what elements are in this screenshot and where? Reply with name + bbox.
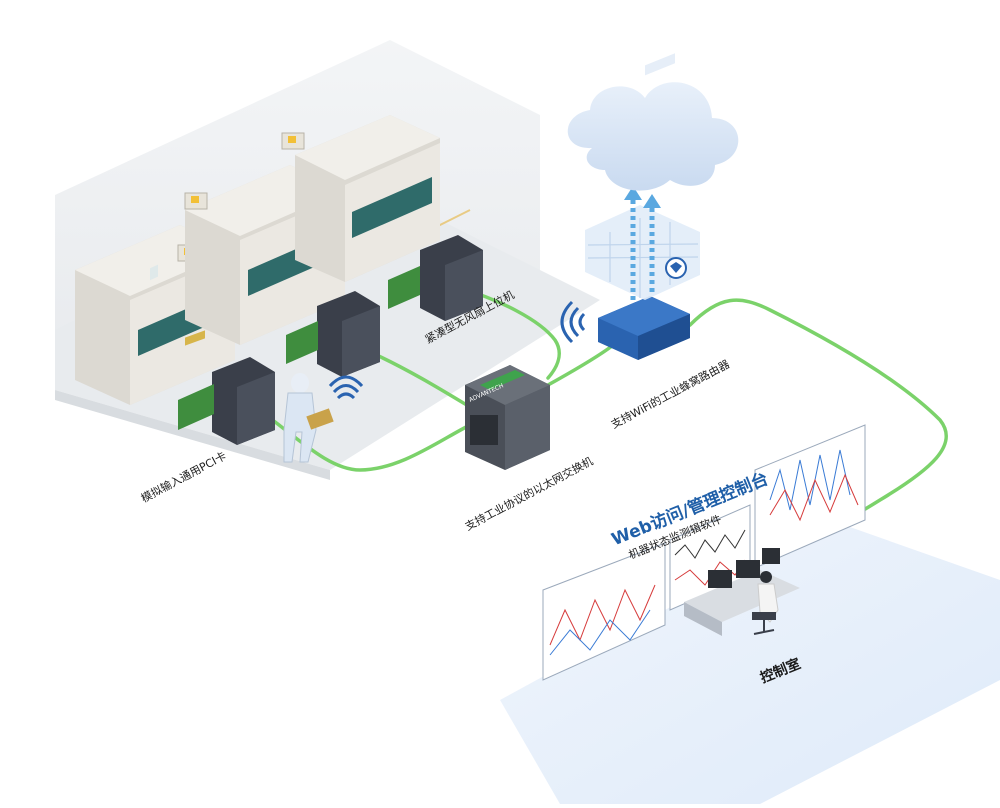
upload-arrow-icon <box>624 186 661 300</box>
chair-icon <box>752 612 776 635</box>
wifi-icon <box>328 375 364 400</box>
fanless-pc-unit-2 <box>286 291 380 377</box>
router-unit <box>598 53 690 360</box>
control-desk <box>684 548 800 636</box>
control-room-floor <box>500 520 1000 804</box>
pci-card-unit <box>178 330 275 445</box>
firewall-icon <box>585 205 700 300</box>
monitor-screen-3 <box>754 424 866 569</box>
fanless-pc-unit-3 <box>388 235 483 321</box>
production-machine-3 <box>281 115 440 282</box>
technician-icon <box>283 373 334 463</box>
router-wifi-icon <box>560 300 586 344</box>
ethernet-switch-unit: ADVANTECH <box>465 365 550 470</box>
cloud-icon <box>567 82 739 191</box>
shield-icon <box>665 257 687 279</box>
monitor-screen-1 <box>542 542 666 681</box>
